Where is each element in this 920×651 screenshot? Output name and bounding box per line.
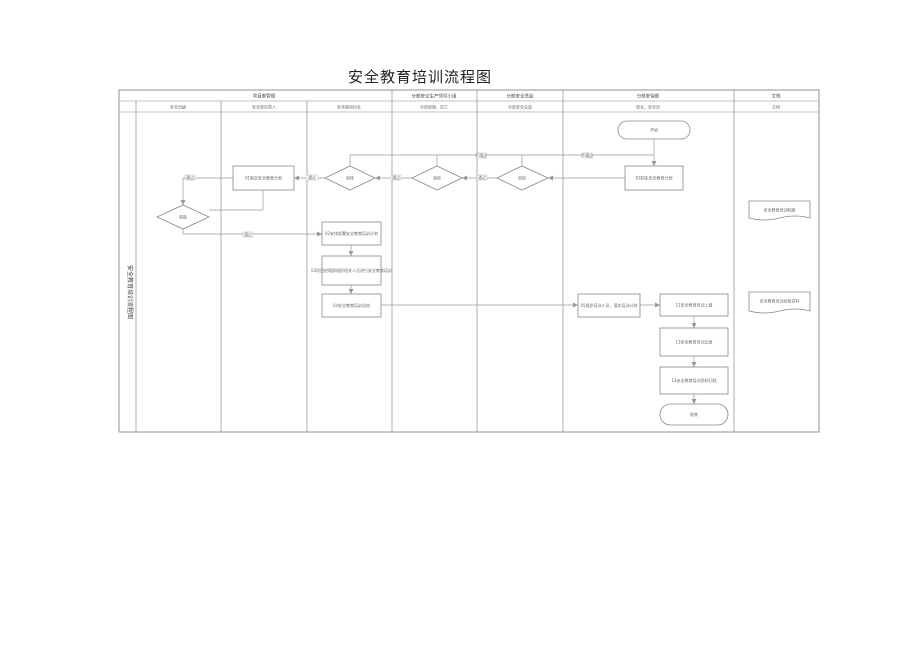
arrow-head: [375, 175, 380, 181]
decision-node-review-3: [411, 165, 463, 191]
end-node-label: 结束: [690, 411, 698, 417]
lane-sub-header: 文档: [772, 104, 780, 110]
process-node-archive: [659, 366, 729, 395]
lane-sub-header: 安全副项目长: [337, 104, 361, 110]
flow-label-pass: 通过: [478, 174, 486, 180]
flow-label-chip: [242, 231, 254, 238]
lane-group-header: 项目部管理: [253, 93, 276, 100]
process-node-label: 14安全教育培训资料归档: [671, 377, 716, 383]
start-node-label: 开始: [650, 127, 658, 133]
process-node-label: 03项目经理部组织相关人员进行安全教育培训: [311, 267, 392, 273]
document-node-1: [748, 200, 811, 221]
process-node-label: 01制定安全教育计划: [245, 175, 282, 181]
arrow-head: [348, 289, 354, 294]
lane-sub-header: 分部安全总监: [508, 104, 532, 110]
flow-label-pass: 通过: [308, 174, 316, 180]
flow-label-reject: 不通过: [581, 152, 593, 158]
flow-label-chip: [476, 174, 488, 181]
decision-node-approve: [156, 204, 210, 230]
process-node-notify: [577, 293, 641, 318]
arrow-head: [651, 161, 657, 166]
lane-group-header: 分部安全生产领导小组: [412, 93, 457, 100]
lane-sub-header: 安全员级: [170, 104, 186, 110]
arrow-head: [691, 399, 697, 404]
process-node-record: [659, 327, 729, 357]
side-label: 安全教育培训流程图: [126, 265, 134, 319]
arrow-head: [655, 302, 660, 308]
flow-label-chip: [184, 174, 196, 181]
flow-label-chip: [390, 174, 402, 181]
lane-sub-header: 安全部负责人: [252, 104, 276, 110]
document-node-2: [748, 291, 811, 314]
decision-node-label: 审核: [433, 175, 441, 181]
arrow-head: [691, 362, 697, 367]
flow-label-pass: 通过: [244, 231, 252, 237]
process-node-revise-plan: [232, 165, 295, 191]
decision-node-label: 审核: [346, 175, 354, 181]
decision-node-review-4: [496, 165, 549, 191]
lane-sub-header: 分部经理、员工: [420, 104, 448, 110]
flow-label-pass: 通过: [186, 174, 194, 180]
process-node-label: 12安全教育培训上报: [675, 302, 712, 308]
process-node-label: 01制定安全教育计划: [635, 175, 672, 181]
arrow-head: [548, 175, 553, 181]
flow-label-pass: 通过: [392, 174, 400, 180]
decision-node-label: 审核: [518, 175, 526, 181]
arrow-head: [180, 200, 186, 205]
arrow-head: [573, 302, 578, 308]
process-node-plan-create: [624, 165, 684, 191]
end-node: [659, 403, 729, 426]
process-node-label: 02安排部署安全教育培训计划: [325, 230, 378, 236]
page-title: 安全教育培训流程图: [347, 68, 492, 86]
decision-node-review-2: [324, 165, 376, 191]
arrow-head: [691, 323, 697, 328]
decision-node-label: 审批: [179, 214, 187, 220]
arrow-head: [317, 231, 322, 237]
flow-label-chip: [581, 152, 593, 159]
flow-label-chip: [305, 174, 319, 181]
arrow-head: [348, 251, 354, 256]
arrow-head: [462, 175, 467, 181]
diagram-frame: [118, 89, 820, 433]
process-node-issue-plan: [321, 221, 382, 246]
lane-sub-header: 部长、安全员: [636, 104, 660, 110]
process-node-summary: [321, 293, 382, 318]
document-node-label: 安全教育培训台账资料: [760, 298, 800, 304]
process-node-organize: [321, 255, 382, 286]
process-node-report: [659, 293, 729, 317]
lane-group-header: 分部安保部: [637, 93, 660, 100]
lane-group-header: 分部安全总监: [507, 93, 534, 100]
process-node-label: 04安全教育培训总结: [333, 302, 370, 308]
process-node-label: 13安全教育培训记录: [675, 339, 712, 345]
flow-label-reject: 不通过: [475, 152, 487, 158]
flow-label-chip: [475, 152, 487, 159]
arrow-head: [294, 175, 299, 181]
lane-group-header: 文档: [772, 93, 781, 100]
document-node-label: 安全教育培训制度: [764, 207, 796, 213]
process-node-label: 05组织培训人员，落实培训计划: [580, 302, 637, 308]
start-node: [617, 120, 691, 140]
